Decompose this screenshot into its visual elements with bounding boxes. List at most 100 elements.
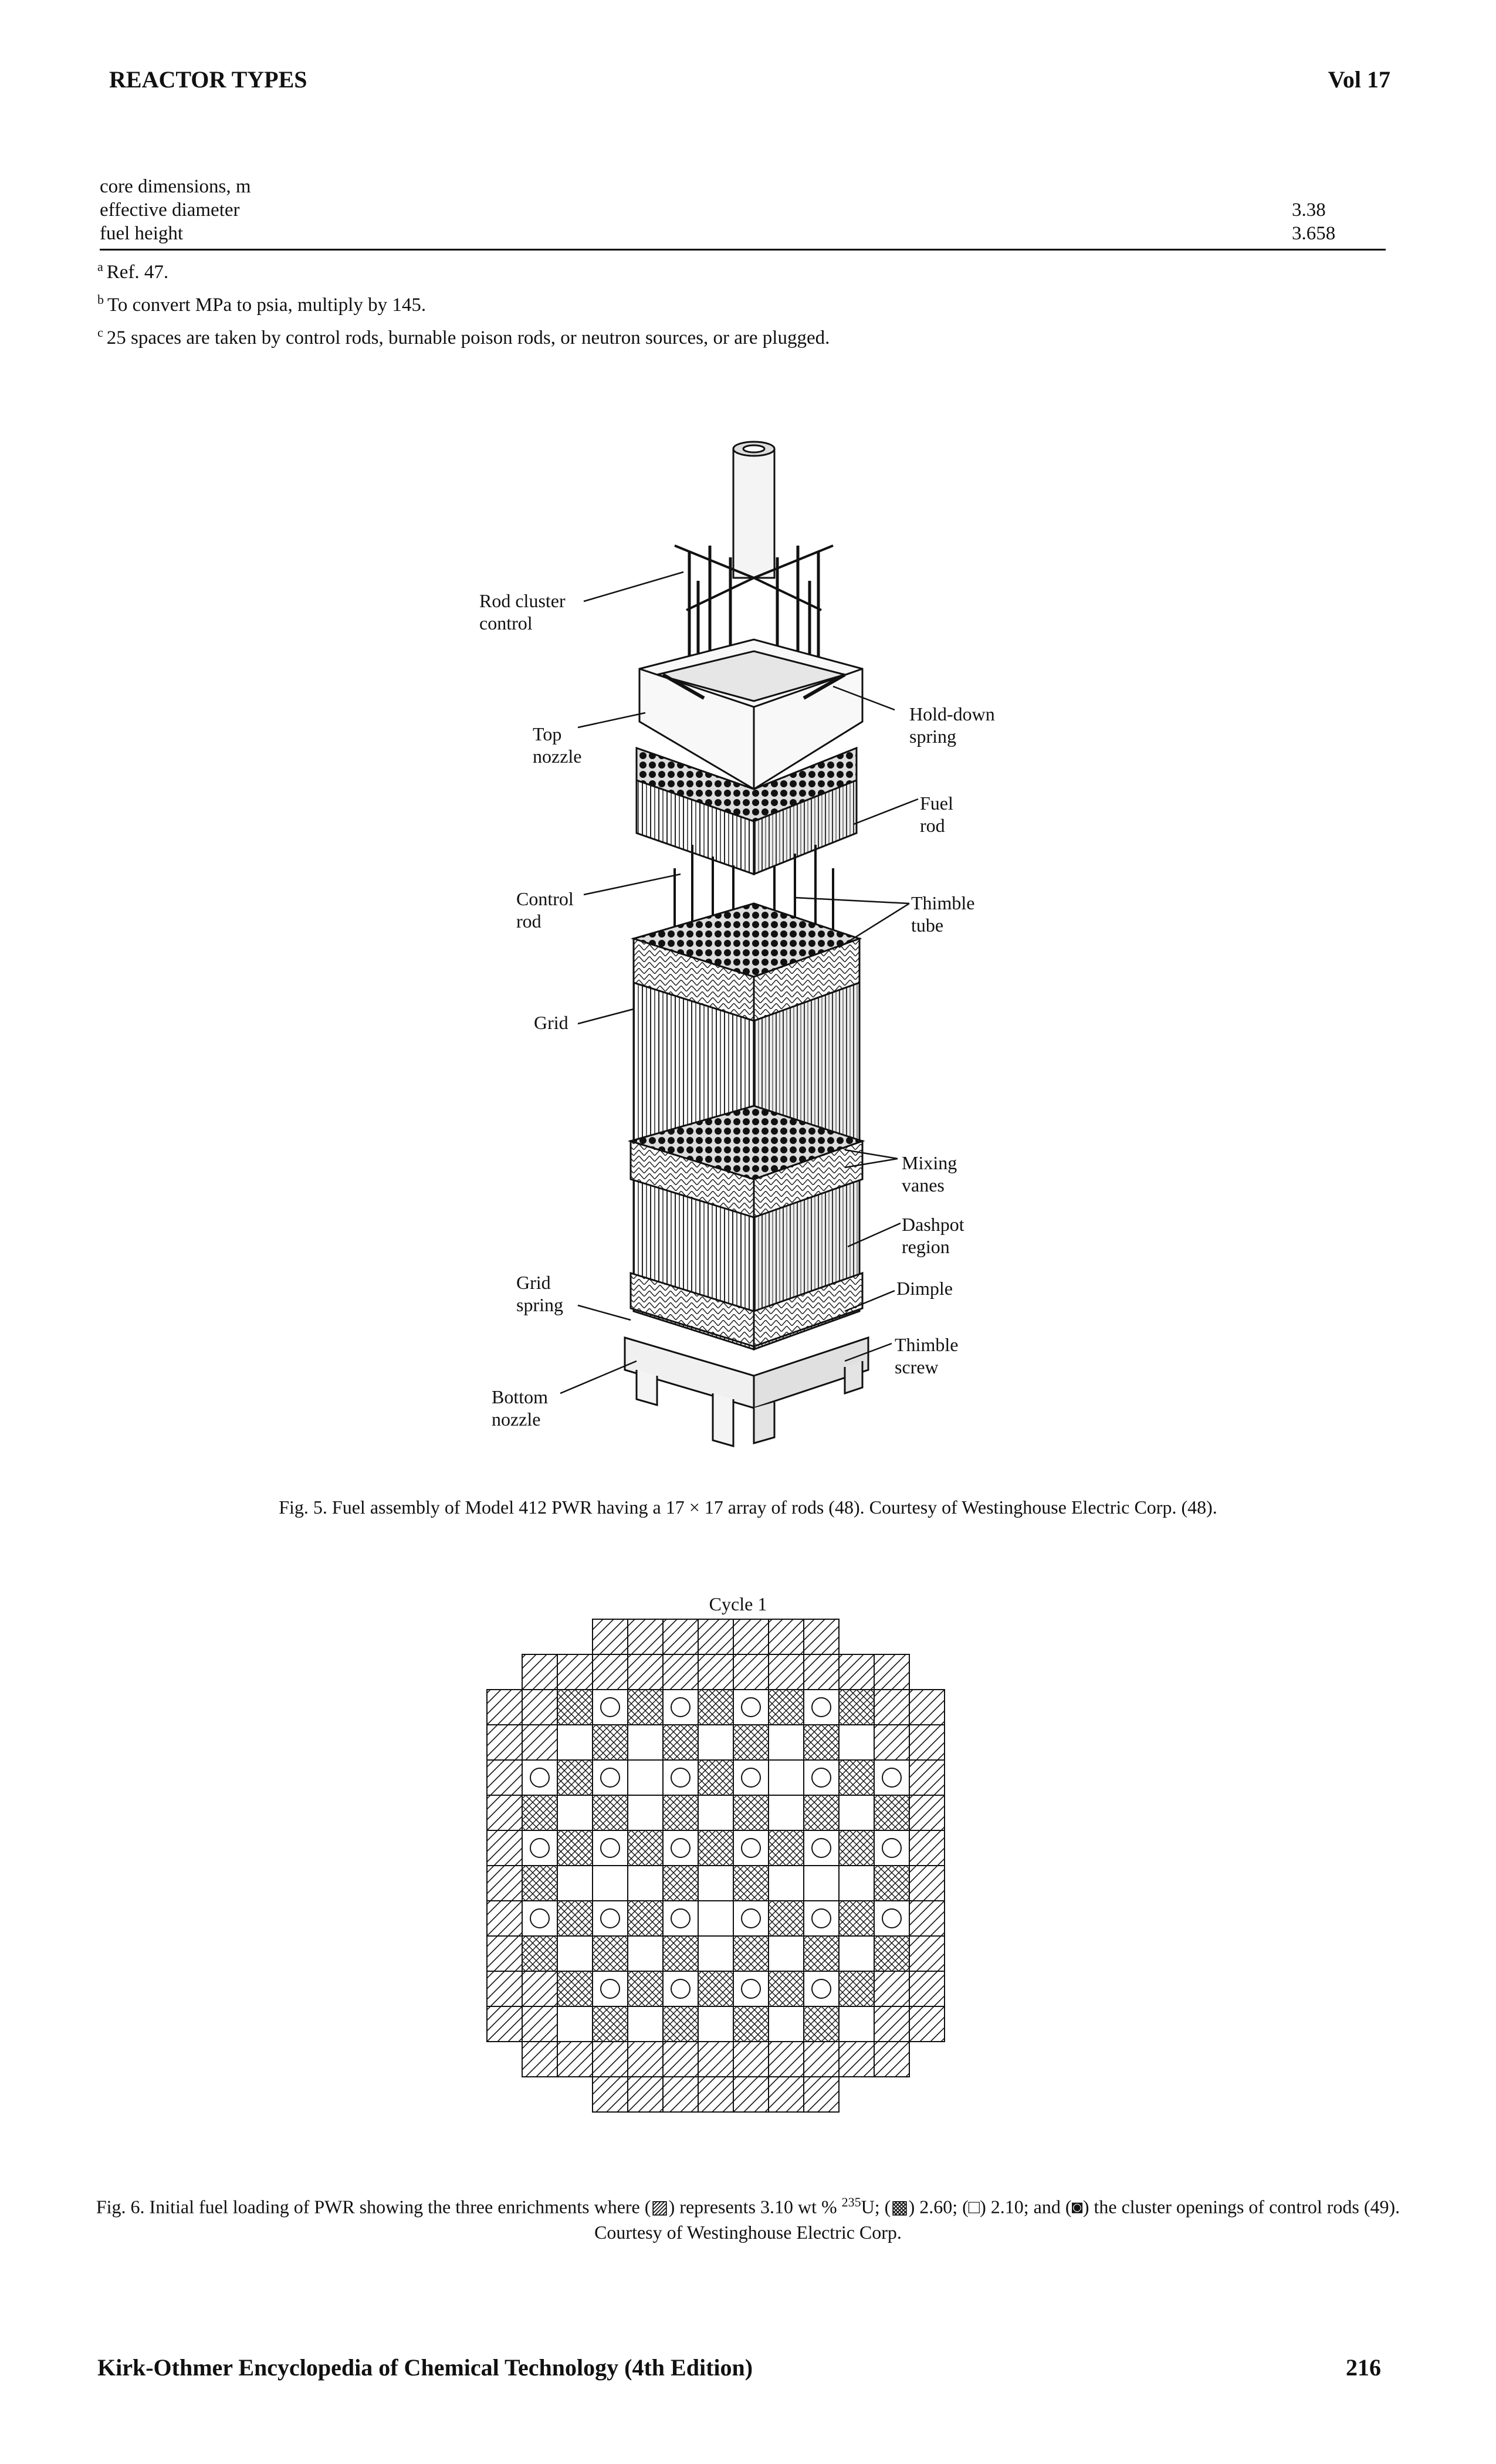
- core-cell-medium: [733, 1935, 769, 1972]
- core-cell-low: [557, 1935, 593, 1972]
- running-header-volume: Vol 17: [1328, 66, 1390, 93]
- core-cell-high: [522, 2041, 558, 2077]
- core-cell-low: [838, 1935, 875, 1972]
- core-cell-medium: [698, 1689, 734, 1725]
- core-cell-medium: [838, 1971, 875, 2007]
- core-cell-high: [874, 1971, 910, 2007]
- reactor-data-table: core dimensions, m effective diameter 3.…: [100, 175, 1386, 245]
- core-map-title: Cycle 1: [709, 1593, 767, 1615]
- control-rod-opening: [671, 1697, 691, 1717]
- table-row-value: [1292, 175, 1386, 198]
- running-header-title: REACTOR TYPES: [109, 66, 307, 93]
- core-cell-high: [698, 2041, 734, 2077]
- core-cell-high: [592, 1654, 628, 1690]
- core-cell-low: [838, 1795, 875, 1831]
- core-cell-medium: [592, 1724, 628, 1761]
- core-cell-low: [557, 1865, 593, 1901]
- core-cell-low: [627, 2006, 664, 2042]
- core-cell-high: [486, 1759, 523, 1796]
- control-rod-opening: [882, 1768, 902, 1788]
- core-cell-medium: [557, 1830, 593, 1866]
- core-cell-low: [768, 1724, 804, 1761]
- core-cell-medium: [662, 1865, 699, 1901]
- core-cell-low: [557, 2006, 593, 2042]
- table-row: fuel height 3.658: [100, 222, 1386, 245]
- core-cell-medium: [768, 1971, 804, 2007]
- control-rod-opening: [671, 1979, 691, 1999]
- core-cell-high: [909, 1689, 945, 1725]
- core-cell-low: [838, 2006, 875, 2042]
- control-rod-opening: [741, 1838, 761, 1858]
- core-cell-high: [486, 1830, 523, 1866]
- core-cell-medium: [768, 1900, 804, 1937]
- core-cell-low: [698, 1935, 734, 1972]
- core-cell-low: [557, 1724, 593, 1761]
- core-cell-high: [698, 2076, 734, 2113]
- core-cell-high: [909, 1724, 945, 1761]
- control-rod-opening: [811, 1838, 831, 1858]
- core-cell-medium: [733, 1795, 769, 1831]
- core-cell-medium: [627, 1689, 664, 1725]
- core-cell-high: [522, 1654, 558, 1690]
- core-cell-low: [768, 1795, 804, 1831]
- core-cell-high: [838, 1654, 875, 1690]
- control-rod-opening: [741, 1908, 761, 1928]
- core-cell-high: [909, 1935, 945, 1972]
- table-row-label: fuel height: [100, 223, 184, 244]
- core-cell-medium: [627, 1900, 664, 1937]
- control-rod-opening: [530, 1768, 550, 1788]
- core-cell-low: [592, 1865, 628, 1901]
- label-grid: Grid: [534, 1012, 568, 1033]
- control-rod-opening: [671, 1768, 691, 1788]
- core-cell-high: [627, 2076, 664, 2113]
- core-cell-medium: [557, 1971, 593, 2007]
- control-rod-opening: [600, 1697, 620, 1717]
- core-cell-low: [768, 1935, 804, 1972]
- control-rod-opening: [811, 1768, 831, 1788]
- core-cell-high: [662, 2041, 699, 2077]
- core-cell-medium: [838, 1759, 875, 1796]
- core-cell-medium: [874, 1865, 910, 1901]
- label-dimple: Dimple: [896, 1278, 953, 1299]
- core-cell-medium: [662, 2006, 699, 2042]
- core-cell-medium: [662, 1795, 699, 1831]
- core-cell-high: [627, 1654, 664, 1690]
- control-rod-opening: [882, 1838, 902, 1858]
- core-cell-low: [627, 1865, 664, 1901]
- table-row-label: effective diameter: [100, 199, 240, 221]
- core-cell-high: [803, 2041, 840, 2077]
- core-cell-high: [874, 1689, 910, 1725]
- core-cell-high: [592, 1619, 628, 1655]
- control-rod-opening: [811, 1697, 831, 1717]
- core-cell-high: [662, 2076, 699, 2113]
- core-cell-low: [662, 1759, 699, 1796]
- control-rod-opening: [600, 1768, 620, 1788]
- core-cell-low: [698, 1795, 734, 1831]
- core-loading-map: Cycle 1: [486, 1593, 945, 2113]
- core-cell-high: [486, 1724, 523, 1761]
- core-cell-medium: [557, 1759, 593, 1796]
- core-cell-medium: [698, 1759, 734, 1796]
- core-cell-low: [627, 1795, 664, 1831]
- figure-6-caption: Fig. 6. Initial fuel loading of PWR show…: [96, 2195, 1400, 2243]
- core-cell-high: [486, 1971, 523, 2007]
- table-row-label: core dimensions, m: [100, 176, 251, 197]
- core-cell-high: [909, 2006, 945, 2042]
- core-cell-medium: [627, 1971, 664, 2007]
- control-rod-opening: [530, 1838, 550, 1858]
- core-cell-low: [557, 1795, 593, 1831]
- core-cell-high: [486, 2006, 523, 2042]
- core-cell-high: [768, 2076, 804, 2113]
- core-cell-high: [803, 1654, 840, 1690]
- core-cell-medium: [803, 1724, 840, 1761]
- core-cell-medium: [662, 1724, 699, 1761]
- core-cell-high: [557, 2041, 593, 2077]
- core-cell-medium: [557, 1689, 593, 1725]
- core-cell-high: [909, 1971, 945, 2007]
